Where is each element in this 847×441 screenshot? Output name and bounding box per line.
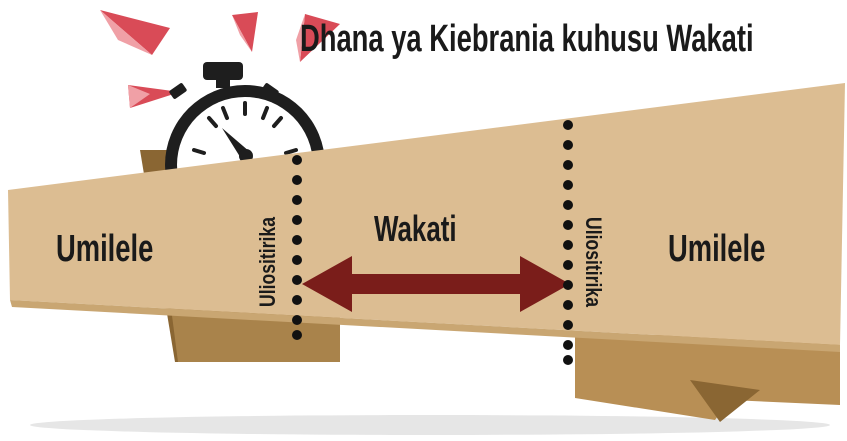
left-boundary-label: Uliositirika [255,217,281,307]
left-eternity-label: Umilele [56,228,153,271]
right-boundary-label: Uliositirika [580,217,606,307]
right-eternity-label: Umilele [668,228,765,271]
time-label: Wakati [374,208,457,250]
diagram-title: Dhana ya Kiebrania kuhusu Wakati [300,18,754,61]
